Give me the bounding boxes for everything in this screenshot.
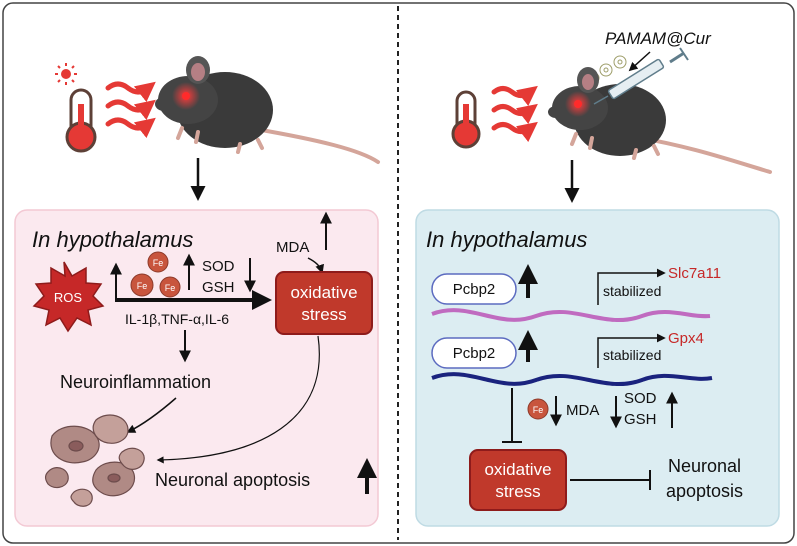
right-mda: MDA — [566, 402, 599, 419]
sun-icon — [55, 63, 77, 85]
syringe-icon — [593, 47, 689, 105]
stabilized-top: stabilized — [603, 283, 661, 299]
arrow-stress-to-apoptosis — [156, 335, 320, 464]
pcbp2-top-box — [431, 273, 517, 305]
pcbp2-bottom-label: Pcbp2 — [453, 345, 496, 362]
neuroinflammation-label: Neuroinflammation — [60, 372, 211, 392]
right-oxidative-stress-box — [469, 449, 567, 511]
mrna-bottom — [431, 372, 713, 386]
left-title: In hypothalamus — [32, 227, 193, 252]
right-mouse-icon — [548, 67, 772, 174]
left-sod: SOD — [202, 258, 235, 275]
thermometer-icon — [65, 88, 97, 153]
right-fe-ball — [527, 398, 549, 420]
right-panel: PAMAM@Cur — [415, 29, 780, 527]
drug-label: PAMAM@Cur — [605, 29, 712, 48]
pcbp2-top-label: Pcbp2 — [453, 281, 496, 298]
right-thermometer-icon — [451, 90, 481, 149]
left-oxidative-stress-box — [275, 271, 373, 335]
ros-burst: ROS — [32, 261, 105, 333]
right-stress-line1: oxidative — [484, 460, 551, 479]
mouse-icon — [155, 56, 380, 164]
left-gsh: GSH — [202, 279, 235, 296]
right-stress-line2: stress — [495, 482, 540, 501]
left-panel: In hypothalamus ROS Fe Fe Fe SOD GSH MDA… — [14, 56, 380, 527]
mda-to-stress-arrow — [307, 257, 324, 274]
left-cytokines: IL-1β,TNF-α,IL-6 — [125, 311, 229, 327]
fe-label-2: Fe — [137, 281, 148, 291]
gpx4-promoter-arrow — [597, 333, 666, 368]
stabilized-bottom: stabilized — [603, 347, 661, 363]
slc7a11-promoter-arrow — [597, 268, 666, 305]
fe-label-3: Fe — [165, 283, 176, 293]
left-neuronal-apoptosis: Neuronal apoptosis — [155, 470, 310, 490]
drug-pointer-arrow — [628, 51, 651, 72]
right-title: In hypothalamus — [426, 227, 587, 252]
mrna-top — [431, 308, 711, 322]
right-neuronal-line2: apoptosis — [666, 481, 743, 501]
right-sod: SOD — [624, 390, 657, 407]
ros-label: ROS — [54, 290, 83, 305]
right-gsh: GSH — [624, 411, 657, 428]
fe-label-1: Fe — [153, 258, 164, 268]
gene-slc7a11: Slc7a11 — [668, 265, 721, 282]
right-neuronal-line1: Neuronal — [668, 456, 741, 476]
fe-cluster: Fe Fe Fe — [130, 251, 181, 298]
gene-gpx4: Gpx4 — [668, 330, 704, 347]
right-heat-waves-icon — [491, 85, 538, 143]
left-stress-line1: oxidative — [290, 283, 357, 302]
left-stress-line2: stress — [301, 305, 346, 324]
damaged-neurons-icon — [44, 414, 145, 507]
pcbp2-bottom-box — [431, 337, 517, 369]
heat-waves-icon — [105, 81, 156, 139]
left-mda: MDA — [276, 239, 309, 256]
arrow-neuroinflammation-to-cells — [126, 397, 177, 433]
right-fe-label: Fe — [533, 405, 544, 415]
